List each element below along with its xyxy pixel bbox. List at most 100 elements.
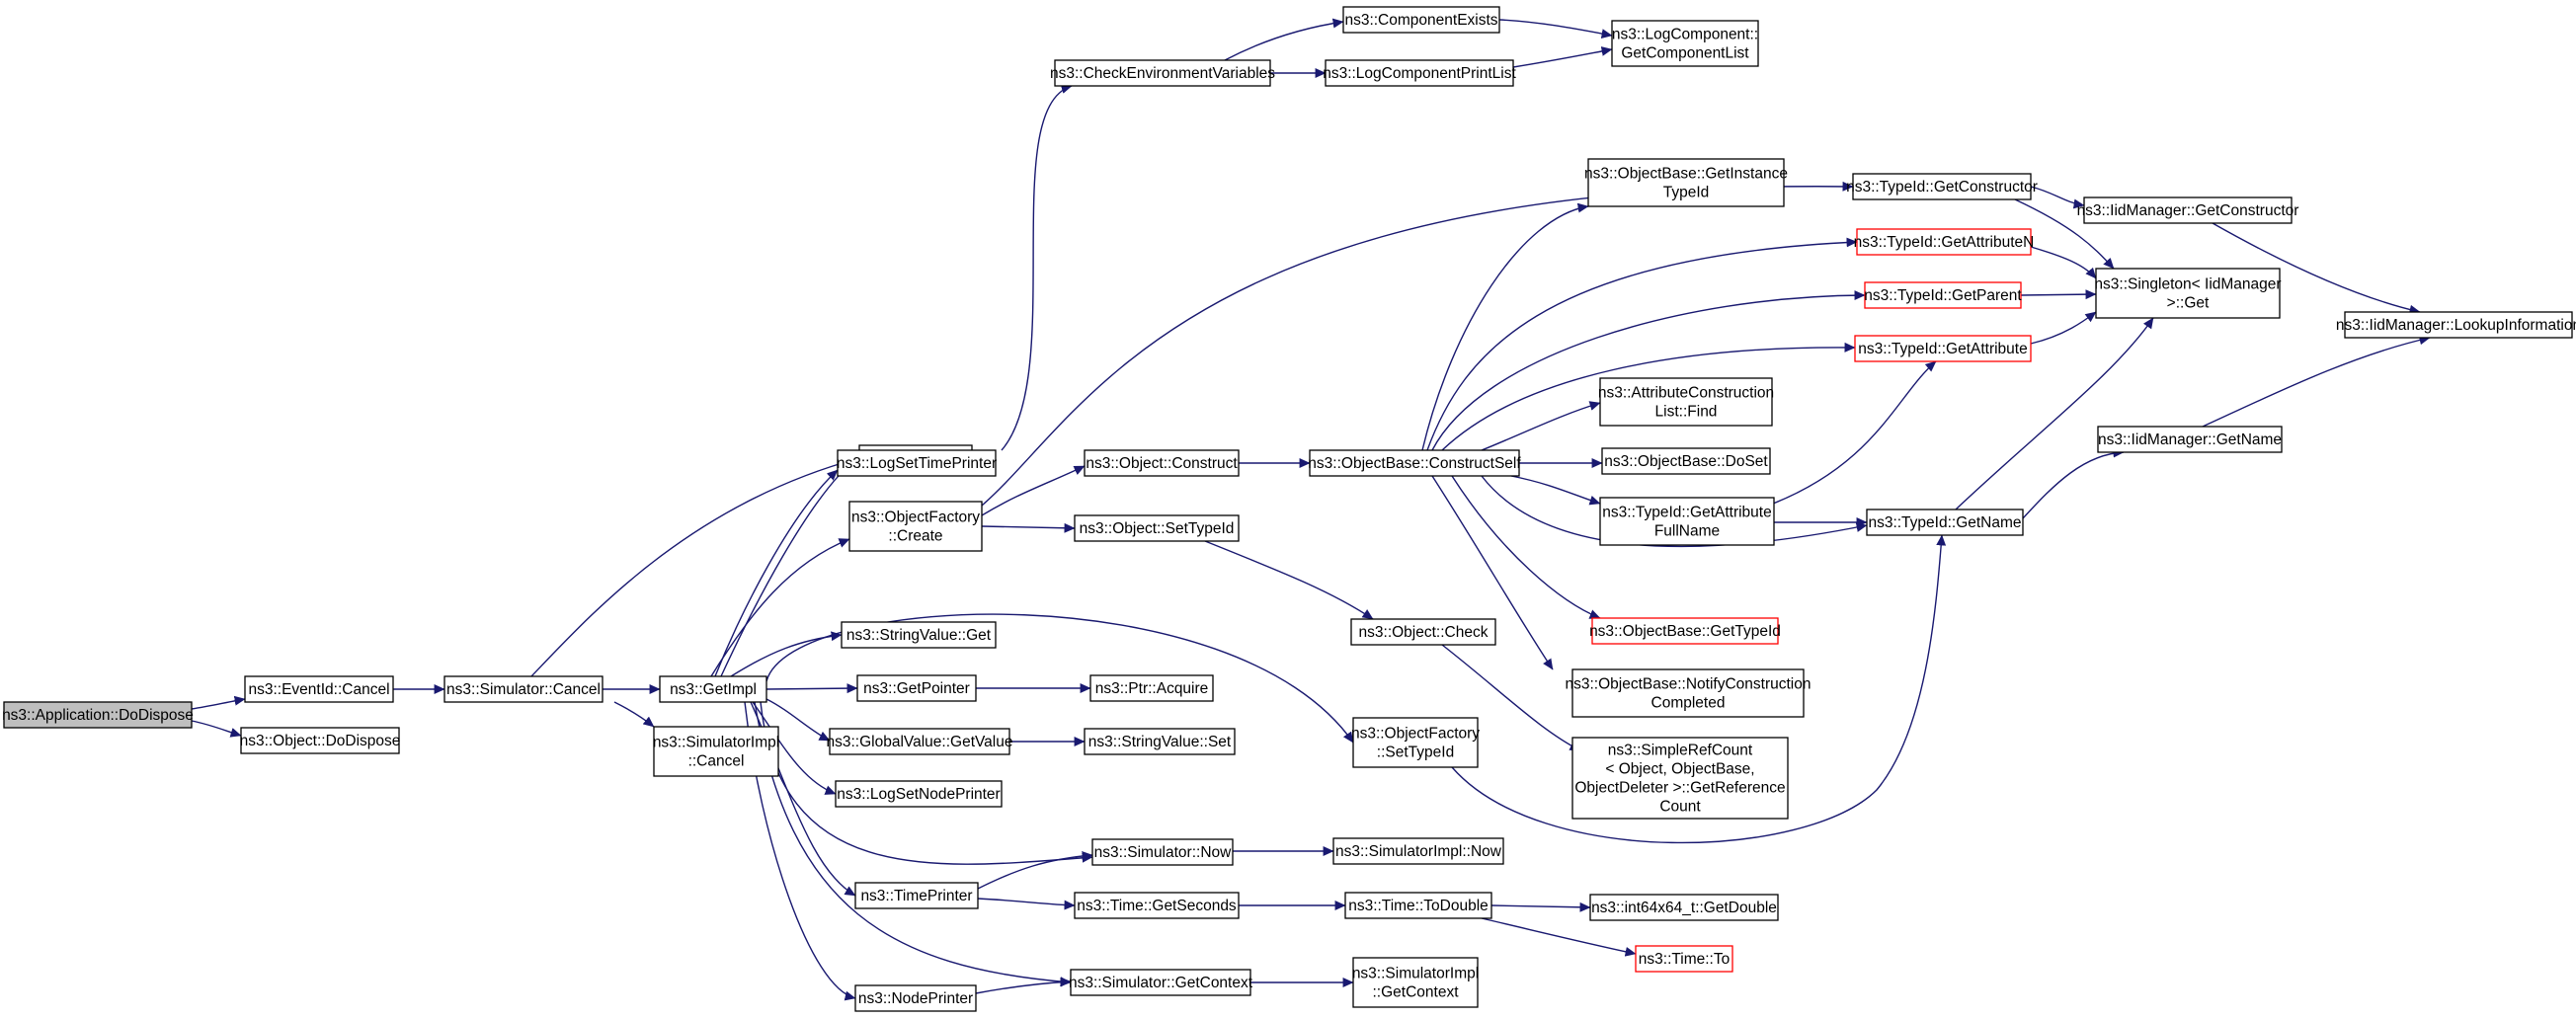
edge-object_settypeid-to-object_check xyxy=(1204,540,1374,620)
node-simimpl_cancel[interactable]: ns3::SimulatorImpl::Cancel xyxy=(653,726,779,777)
node-typeid_getattributen[interactable]: ns3::TypeId::GetAttributeN xyxy=(1854,228,2035,256)
node-label: ns3::IidManager::LookupInformation xyxy=(2336,317,2576,334)
edge-typeid_getconstructor-to-singleton_get xyxy=(2014,198,2115,270)
edge-objectbase_constructself-to-attributeconstructionlist_find xyxy=(1481,401,1601,451)
node-box xyxy=(1325,59,1514,87)
edge-typeid_getparent-to-singleton_get xyxy=(2020,289,2097,300)
node-box xyxy=(1611,20,1759,67)
node-stringvalue_get[interactable]: ns3::StringValue::Get xyxy=(841,621,997,649)
node-typeid_getconstructor[interactable]: ns3::TypeId::GetConstructor xyxy=(1846,173,2038,200)
node-label: ns3::LogComponent:: xyxy=(1612,26,1758,42)
node-logsettimeprinter[interactable]: ns3::LogSetTimePrinter xyxy=(837,449,997,477)
node-label: List::Find xyxy=(1655,403,1718,420)
node-objectbase_notifyconstruction[interactable]: ns3::ObjectBase::NotifyConstructionCompl… xyxy=(1566,668,1811,718)
node-box xyxy=(3,701,193,729)
node-objfactory_create[interactable]: ns3::ObjectFactory::Create xyxy=(848,501,983,552)
node-ptr_acquire[interactable]: ns3::Ptr::Acquire xyxy=(1089,674,1214,702)
node-box xyxy=(854,882,979,909)
edge-typeid_getattributen-to-singleton_get xyxy=(2030,246,2097,279)
node-int64x64_getdouble[interactable]: ns3::int64x64_t::GetDouble xyxy=(1589,894,1779,921)
node-simplerefcount[interactable]: ns3::SimpleRefCount< Object, ObjectBase,… xyxy=(1571,737,1789,820)
node-simulator_cancel[interactable]: ns3::Simulator::Cancel xyxy=(443,675,604,703)
node-label: ns3::ObjectFactory xyxy=(1351,725,1480,742)
node-label: ns3::LogComponentPrintList xyxy=(1323,65,1516,82)
edge-getimpl-to-objfactory_create xyxy=(710,538,850,677)
node-iidmanager_getconstructor[interactable]: ns3::IidManager::GetConstructor xyxy=(2077,196,2299,224)
edge-objectbase_constructself-to-objectbase_notifyconstruction xyxy=(1431,475,1554,670)
node-label: ns3::ObjectBase::ConstructSelf xyxy=(1308,455,1521,472)
node-nodeprinter[interactable]: ns3::NodePrinter xyxy=(854,984,977,1012)
node-box xyxy=(1070,969,1251,996)
node-label: ns3::TypeId::GetName xyxy=(1868,514,2021,531)
node-iidmanager_lookupinformation[interactable]: ns3::IidManager::LookupInformation xyxy=(2336,311,2576,339)
node-typeid_getname[interactable]: ns3::TypeId::GetName xyxy=(1866,509,2024,536)
node-box xyxy=(856,674,977,702)
node-box xyxy=(1852,173,2032,200)
node-globalvalue_getvalue[interactable]: ns3::GlobalValue::GetValue xyxy=(827,728,1013,755)
node-label: ns3::CheckEnvironmentVariables xyxy=(1050,65,1275,82)
node-time_getseconds[interactable]: ns3::Time::GetSeconds xyxy=(1074,892,1240,919)
node-label: ::SetTypeId xyxy=(1377,744,1454,760)
node-label: ns3::ObjectBase::NotifyConstruction xyxy=(1566,675,1811,692)
node-logsetnodeprinter[interactable]: ns3::LogSetNodePrinter xyxy=(835,780,1003,808)
node-box xyxy=(1074,514,1240,542)
node-box xyxy=(1571,737,1789,820)
node-label: ns3::TypeId::GetParent xyxy=(1864,287,2022,304)
node-label: ::GetContext xyxy=(1372,983,1459,1000)
node-logcomponentprintlist[interactable]: ns3::LogComponentPrintList xyxy=(1323,59,1516,87)
node-logcomponent_getlist[interactable]: ns3::LogComponent::GetComponentList xyxy=(1611,20,1759,67)
node-box xyxy=(1074,892,1240,919)
node-simulator_now[interactable]: ns3::Simulator::Now xyxy=(1091,838,1234,866)
node-simulator_getcontext[interactable]: ns3::Simulator::GetContext xyxy=(1069,969,1253,996)
node-box xyxy=(1599,377,1773,427)
node-checkenvvars[interactable]: ns3::CheckEnvironmentVariables xyxy=(1050,59,1275,87)
node-box xyxy=(1352,717,1479,768)
node-label: ns3::TypeId::GetAttributeN xyxy=(1854,234,2035,251)
node-label: ns3::NodePrinter xyxy=(858,990,973,1007)
node-objectbase_constructself[interactable]: ns3::ObjectBase::ConstructSelf xyxy=(1308,449,1521,477)
node-box xyxy=(1589,894,1779,921)
node-object_settypeid[interactable]: ns3::Object::SetTypeId xyxy=(1074,514,1240,542)
node-simimpl_getcontext[interactable]: ns3::SimulatorImpl::GetContext xyxy=(1352,957,1479,1008)
node-iidmanager_getname[interactable]: ns3::IidManager::GetName xyxy=(2097,426,2283,453)
edge-getimpl-to-logsettimeprinter xyxy=(714,469,839,677)
node-objectbase_gettypeid[interactable]: ns3::ObjectBase::GetTypeId xyxy=(1589,617,1781,645)
edge-typeid_getconstructor-to-iidmanager_getconstructor xyxy=(2030,186,2085,209)
node-objectbase_doset[interactable]: ns3::ObjectBase::DoSet xyxy=(1601,447,1771,475)
node-singleton_get[interactable]: ns3::Singleton< IidManager>::Get xyxy=(2094,268,2282,319)
node-app_dodispose[interactable]: ns3::Application::DoDispose xyxy=(2,701,194,729)
node-label: ns3::ObjectBase::GetTypeId xyxy=(1589,623,1781,640)
node-getimpl[interactable]: ns3::GetImpl xyxy=(659,675,767,703)
node-time_todouble[interactable]: ns3::Time::ToDouble xyxy=(1344,892,1492,919)
node-label: ns3::Object::Construct xyxy=(1086,455,1238,472)
node-box xyxy=(1587,158,1785,207)
node-typeid_getattribute[interactable]: ns3::TypeId::GetAttribute xyxy=(1854,335,2032,362)
node-label: ns3::Simulator::Cancel xyxy=(446,681,601,698)
edge-app_dodispose-to-object_dodispose xyxy=(191,720,242,738)
node-object_construct[interactable]: ns3::Object::Construct xyxy=(1084,449,1240,477)
node-box xyxy=(240,727,400,754)
node-label: ObjectDeleter >::GetReference xyxy=(1574,779,1785,796)
edge-checkenvvars-to-componentexists xyxy=(1224,18,1344,61)
node-object_check[interactable]: ns3::Object::Check xyxy=(1350,618,1496,646)
edge-nodeprinter-to-simulator_getcontext xyxy=(975,977,1072,994)
node-typeid_getparent[interactable]: ns3::TypeId::GetParent xyxy=(1864,281,2022,309)
node-timeprinter[interactable]: ns3::TimePrinter xyxy=(854,882,979,909)
node-label: ns3::Time::GetSeconds xyxy=(1077,898,1237,914)
node-time_to[interactable]: ns3::Time::To xyxy=(1635,945,1733,973)
node-getpointer[interactable]: ns3::GetPointer xyxy=(856,674,977,702)
node-eventid_cancel[interactable]: ns3::EventId::Cancel xyxy=(244,675,394,703)
node-objfactory_settypeid[interactable]: ns3::ObjectFactory::SetTypeId xyxy=(1351,717,1480,768)
edge-objectbase_constructself-to-objectbase_gettypeid xyxy=(1451,475,1601,619)
node-componentexists[interactable]: ns3::ComponentExists xyxy=(1342,6,1500,34)
node-label: ns3::Application::DoDispose xyxy=(2,707,194,724)
node-object_dodispose[interactable]: ns3::Object::DoDispose xyxy=(240,727,401,754)
node-label: ns3::TypeId::GetConstructor xyxy=(1846,179,2038,196)
node-simimpl_now[interactable]: ns3::SimulatorImpl::Now xyxy=(1332,837,1504,865)
node-label: < Object, ObjectBase, xyxy=(1605,760,1754,777)
edge-objectbase_constructself-to-typeid_getattribute xyxy=(1441,342,1856,451)
node-stringvalue_set[interactable]: ns3::StringValue::Set xyxy=(1084,728,1236,755)
